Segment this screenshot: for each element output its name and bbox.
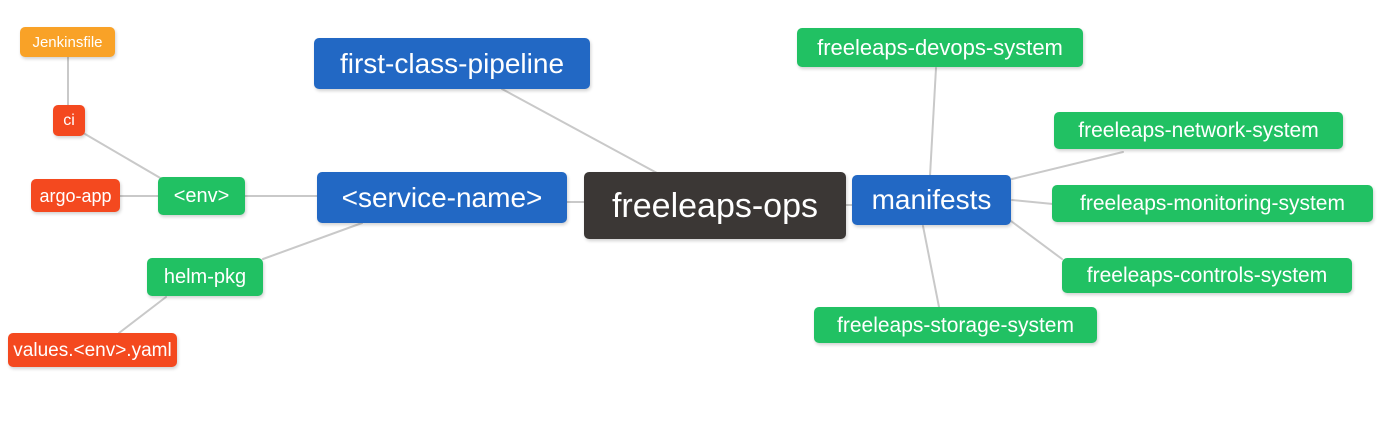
node-label: values.<env>.yaml: [13, 339, 172, 361]
node-label: <env>: [173, 185, 230, 207]
edge-first-class-pipeline-to-freeleaps-ops: [501, 88, 658, 174]
node-helm-pkg[interactable]: helm-pkg: [147, 258, 263, 296]
node-monitoring-system[interactable]: freeleaps-monitoring-system: [1052, 185, 1373, 222]
node-label: freeleaps-devops-system: [817, 34, 1063, 60]
node-values-env-yaml[interactable]: values.<env>.yaml: [8, 333, 177, 367]
node-devops-system[interactable]: freeleaps-devops-system: [797, 28, 1083, 67]
node-label: freeleaps-storage-system: [837, 313, 1074, 337]
edge-manifests-to-devops-system: [929, 67, 937, 177]
node-first-class-pipeline[interactable]: first-class-pipeline: [314, 38, 590, 89]
node-controls-system[interactable]: freeleaps-controls-system: [1062, 258, 1352, 293]
node-label: <service-name>: [341, 181, 543, 213]
node-label: Jenkinsfile: [32, 33, 103, 51]
node-label: manifests: [871, 184, 992, 215]
node-storage-system[interactable]: freeleaps-storage-system: [814, 307, 1097, 343]
edge-manifests-to-network-system: [1011, 151, 1124, 180]
edge-manifests-to-monitoring-system: [1011, 199, 1054, 205]
node-label: first-class-pipeline: [339, 47, 565, 79]
node-jenkinsfile[interactable]: Jenkinsfile: [20, 27, 115, 57]
edge-ci-to-env: [84, 133, 163, 180]
node-service-name[interactable]: <service-name>: [317, 172, 567, 223]
node-label: argo-app: [39, 185, 112, 206]
node-label: freeleaps-ops: [611, 186, 818, 225]
node-label: helm-pkg: [163, 266, 247, 288]
edge-helm-pkg-to-values-env-yaml: [118, 296, 167, 334]
node-label: freeleaps-network-system: [1078, 119, 1319, 142]
node-freeleaps-ops[interactable]: freeleaps-ops: [584, 172, 846, 239]
node-argo-app[interactable]: argo-app: [31, 179, 120, 212]
edge-manifests-to-storage-system: [922, 225, 940, 308]
edge-helm-pkg-to-service-name: [262, 222, 363, 260]
node-label: ci: [63, 111, 75, 129]
node-manifests[interactable]: manifests: [852, 175, 1011, 225]
node-ci[interactable]: ci: [53, 105, 85, 136]
node-network-system[interactable]: freeleaps-network-system: [1054, 112, 1343, 149]
node-env[interactable]: <env>: [158, 177, 245, 215]
edge-manifests-to-controls-system: [1010, 220, 1063, 260]
node-label: freeleaps-monitoring-system: [1080, 192, 1345, 215]
node-label: freeleaps-controls-system: [1086, 264, 1328, 287]
